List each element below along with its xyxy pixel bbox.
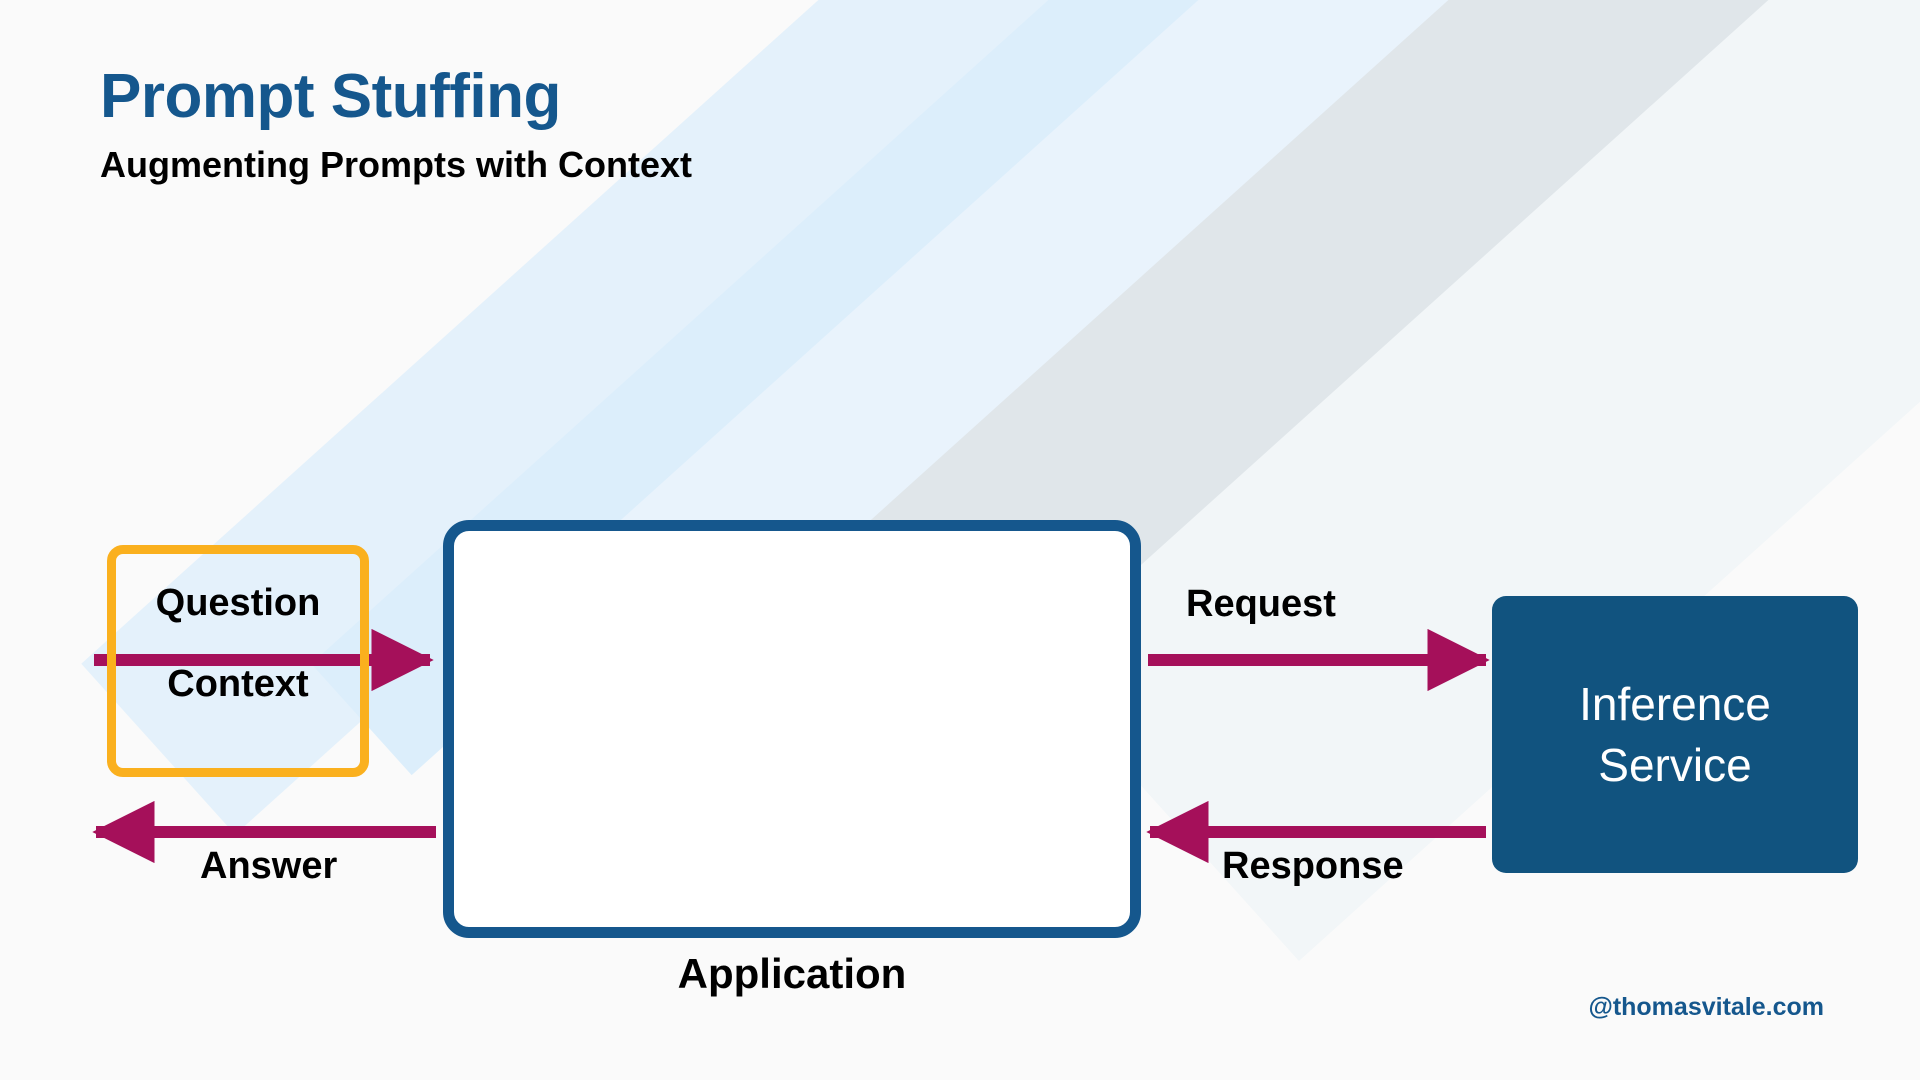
page-subtitle: Augmenting Prompts with Context: [100, 144, 692, 186]
watermark: @thomasvitale.com: [1588, 993, 1824, 1021]
inference-service-line-2: Service: [1598, 738, 1752, 791]
slide-header: Prompt Stuffing Augmenting Prompts with …: [100, 64, 692, 185]
prompt-box: [107, 545, 369, 777]
response-label: Response: [1222, 845, 1404, 887]
answer-label: Answer: [200, 845, 338, 887]
inference-service-line-1: Inference: [1579, 677, 1771, 730]
page-title: Prompt Stuffing: [100, 62, 561, 131]
application-box: [443, 520, 1141, 938]
inference-service-box: Inference Service: [1492, 596, 1858, 873]
request-label: Request: [1186, 583, 1336, 625]
question-label: Question: [155, 582, 321, 624]
application-label: Application: [677, 950, 907, 997]
context-label: Context: [167, 663, 309, 705]
